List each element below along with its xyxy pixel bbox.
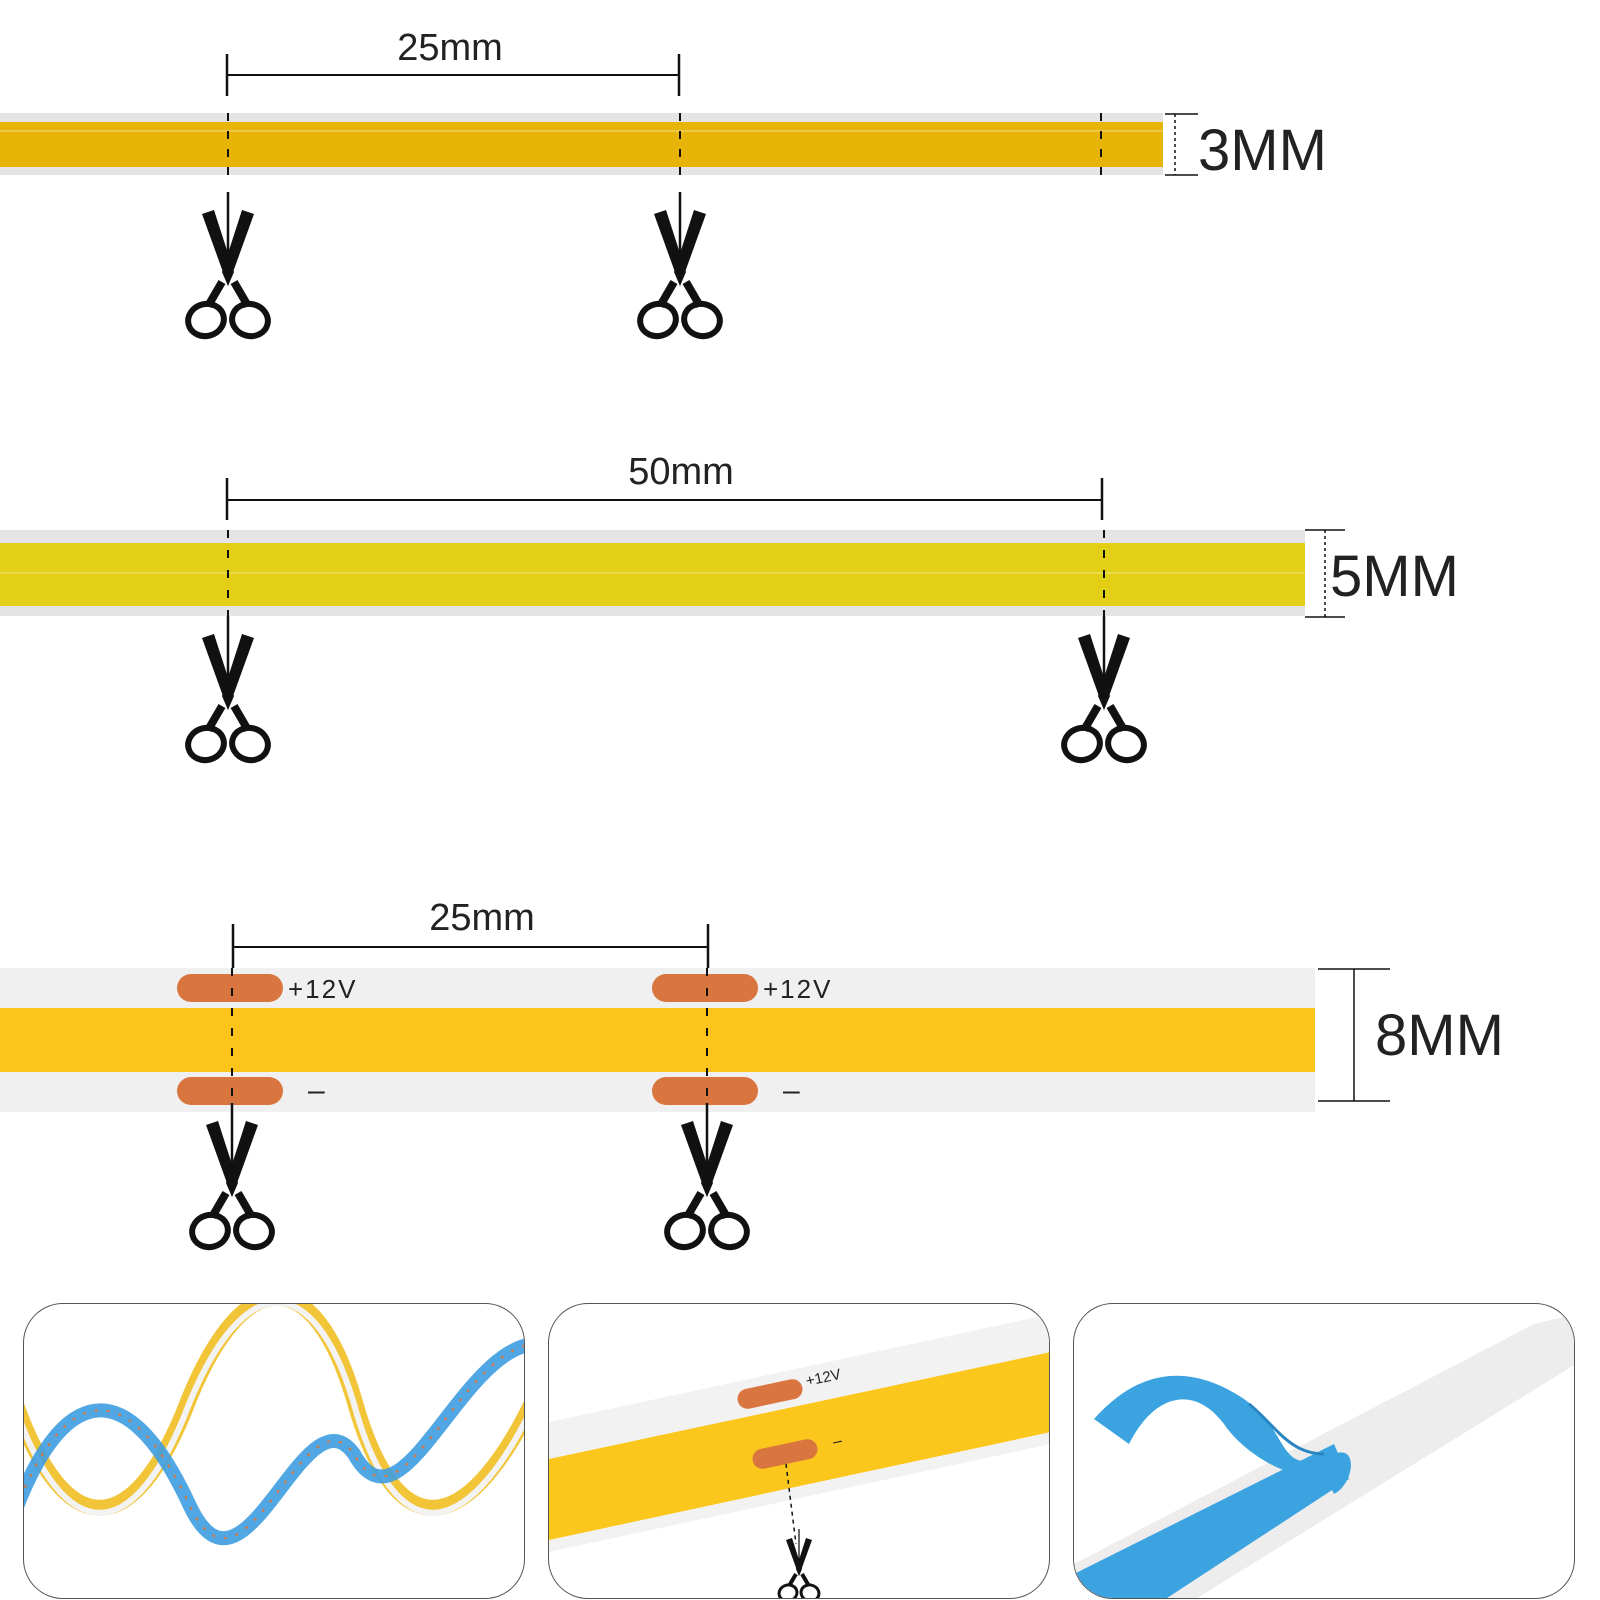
scissors-icon bbox=[636, 192, 723, 340]
scissors-icon bbox=[1060, 616, 1147, 764]
led-band bbox=[0, 543, 1305, 606]
width-label: 5MM bbox=[1330, 544, 1459, 609]
cut-point-closeup-photo: +12V – bbox=[549, 1314, 1049, 1598]
spacing-dimension-icon bbox=[231, 924, 710, 968]
panel-cut-point: +12V – bbox=[548, 1303, 1050, 1599]
width-dimension-icon bbox=[1318, 968, 1390, 1102]
pad-negative-label: – bbox=[308, 1074, 325, 1107]
pad-positive-label: +12V bbox=[288, 974, 357, 1004]
strip-5mm: 50mm 5MM bbox=[0, 451, 1459, 764]
pad-positive-label: +12V bbox=[763, 974, 832, 1004]
led-band bbox=[0, 122, 1163, 167]
pad-negative-label: – bbox=[831, 1432, 843, 1450]
panel-spiral bbox=[23, 1303, 525, 1599]
adhesive-backing-photo bbox=[1074, 1314, 1574, 1598]
strip-8mm: 25mm +12V +12V – – 8MM bbox=[0, 897, 1504, 1251]
strip-diagrams: 25mm 3MM 50mm 5 bbox=[0, 27, 1504, 1300]
scissors-icon bbox=[663, 1103, 750, 1251]
scissors-icon bbox=[184, 192, 271, 340]
pad-negative-label: – bbox=[783, 1074, 800, 1107]
solder-pad-positive bbox=[652, 974, 758, 1002]
solder-pad-negative bbox=[652, 1077, 758, 1105]
width-dimension-icon bbox=[1305, 529, 1345, 618]
scissors-icon bbox=[188, 1103, 275, 1251]
strip-3mm: 25mm 3MM bbox=[0, 27, 1327, 340]
scissors-icon bbox=[775, 1527, 823, 1598]
spacing-dimension-icon bbox=[225, 54, 681, 96]
solder-pad-negative bbox=[177, 1077, 283, 1105]
led-band bbox=[0, 1008, 1315, 1072]
panel-adhesive bbox=[1073, 1303, 1575, 1599]
pad-positive-label: +12V bbox=[804, 1366, 842, 1390]
width-label: 3MM bbox=[1198, 118, 1327, 183]
solder-pad-positive bbox=[177, 974, 283, 1002]
width-label: 8MM bbox=[1375, 1003, 1504, 1068]
spacing-label: 25mm bbox=[397, 27, 503, 69]
spiral-flex-photo bbox=[24, 1304, 524, 1545]
spacing-label: 50mm bbox=[628, 451, 734, 493]
spacing-label: 25mm bbox=[429, 897, 535, 939]
scissors-icon bbox=[184, 616, 271, 764]
width-dimension-icon bbox=[1165, 113, 1198, 176]
spacing-dimension-icon bbox=[225, 478, 1104, 520]
